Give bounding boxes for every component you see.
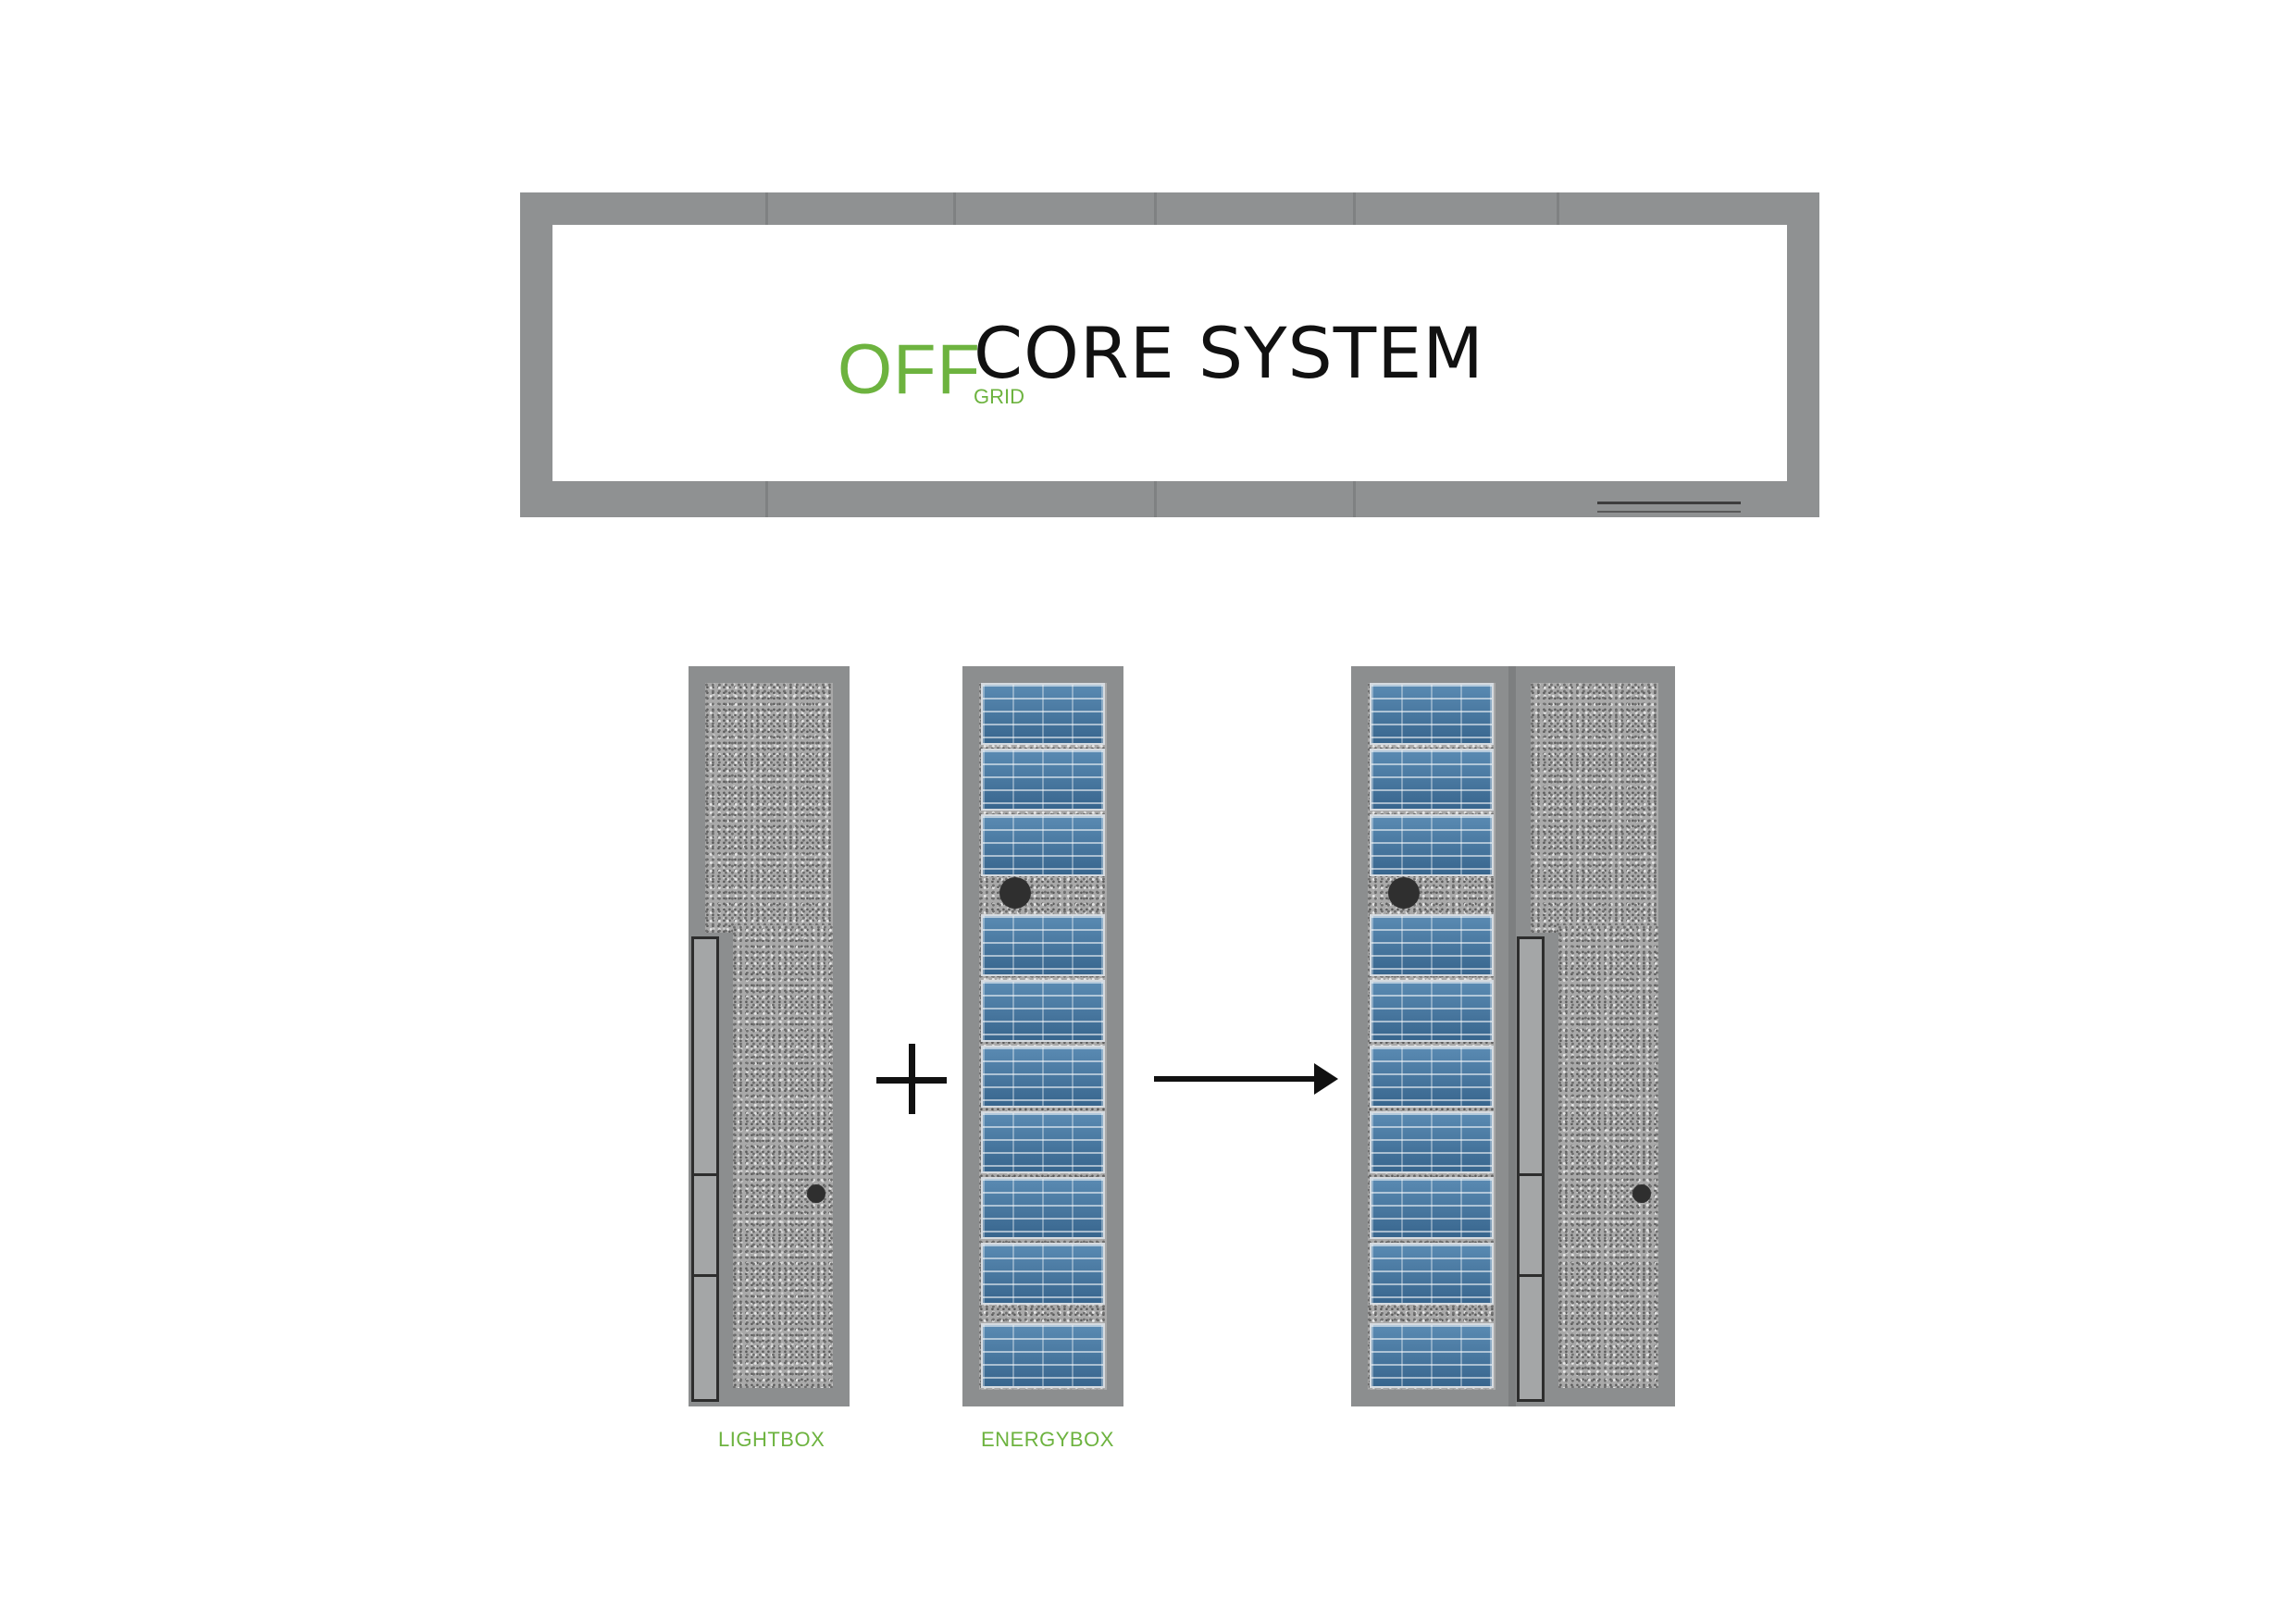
solar-panel — [1370, 749, 1494, 811]
combined-light-rail — [1517, 936, 1545, 1402]
lightbox-light-rail — [691, 936, 719, 1402]
lightbox-fixture-dot — [807, 1184, 825, 1203]
lightbox-label: LIGHTBOX — [718, 1428, 825, 1451]
solar-panel — [1370, 1046, 1494, 1108]
combined-light-top-gravel — [1531, 683, 1658, 933]
energybox-label: ENERGYBOX — [981, 1428, 1114, 1451]
solar-panel — [1370, 914, 1494, 976]
solar-panel — [981, 1323, 1105, 1388]
solar-panel — [981, 1177, 1105, 1239]
combined-fixture-dot — [1632, 1184, 1651, 1203]
solar-panel — [981, 683, 1105, 745]
solar-panel — [981, 914, 1105, 976]
solar-panel — [1370, 980, 1494, 1042]
combined-system — [1351, 666, 1675, 1406]
solar-panel — [1370, 814, 1494, 876]
banner-rule-secondary — [1597, 511, 1741, 513]
solar-panel — [981, 980, 1105, 1042]
lightbox — [689, 666, 850, 1406]
solar-panel — [981, 1046, 1105, 1108]
arrow-head-icon — [1314, 1063, 1338, 1095]
solar-panel — [981, 749, 1105, 811]
title-banner — [520, 192, 1819, 517]
solar-panel — [1370, 1177, 1494, 1239]
solar-panel — [981, 1111, 1105, 1173]
solar-panel — [1370, 683, 1494, 745]
arrow-right-icon — [1154, 1076, 1319, 1082]
solar-panel — [1370, 1111, 1494, 1173]
combined-light-side-gravel — [1558, 925, 1658, 1388]
banner-panel — [552, 225, 1787, 481]
solar-panel — [1370, 1323, 1494, 1388]
solar-panel — [981, 1243, 1105, 1305]
banner-rule — [1597, 502, 1741, 504]
plus-icon-vertical — [909, 1044, 915, 1114]
energybox-port-dot — [999, 877, 1031, 909]
logo-core-system-text: CORE SYSTEM — [974, 312, 1484, 394]
solar-panel — [981, 814, 1105, 876]
combined-port-dot — [1388, 877, 1420, 909]
lightbox-side-gravel — [733, 925, 833, 1388]
lightbox-top-gravel — [705, 683, 833, 933]
logo-grid-text: GRID — [974, 385, 1024, 408]
logo-off-text: OFF — [838, 330, 981, 409]
solar-panel — [1370, 1243, 1494, 1305]
energybox — [962, 666, 1123, 1406]
combined-divider — [1508, 666, 1516, 1406]
